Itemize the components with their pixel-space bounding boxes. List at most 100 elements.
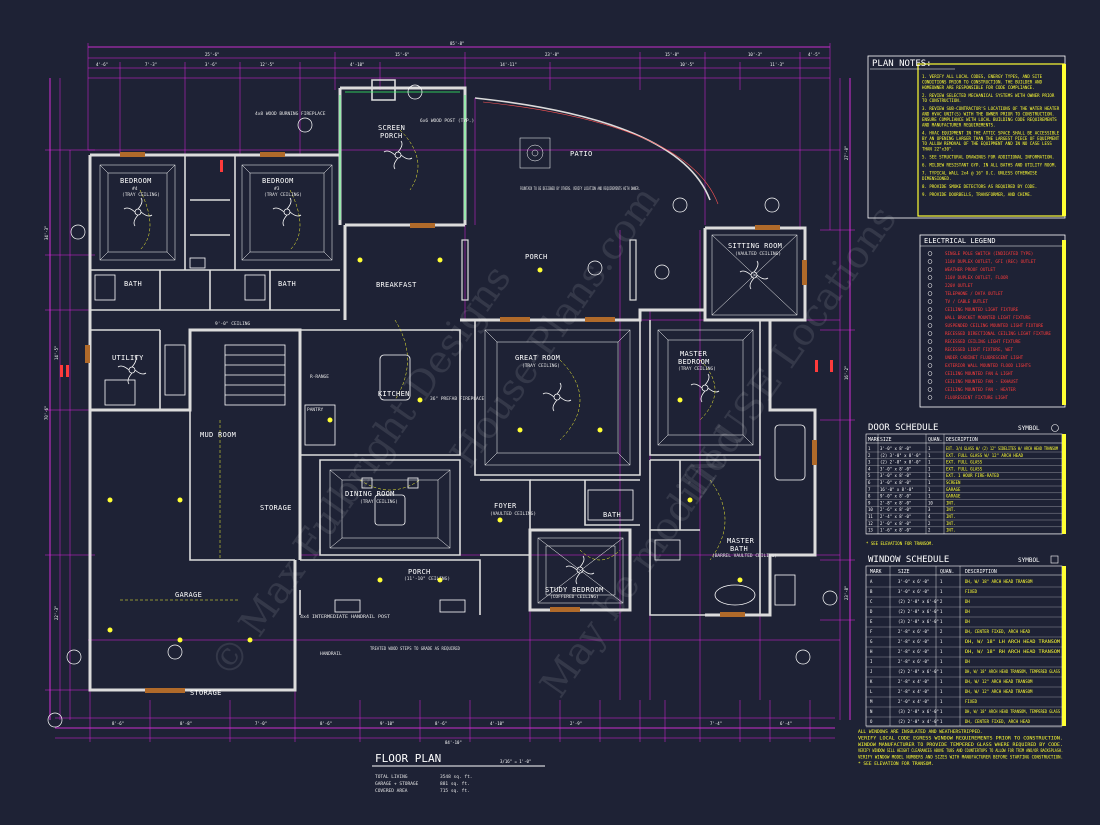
legend-symbol — [927, 387, 933, 392]
svg-text:4'-10": 4'-10" — [350, 62, 364, 67]
svg-text:(TRAY CEILING): (TRAY CEILING) — [678, 366, 716, 372]
window-header: MARK — [870, 569, 882, 575]
svg-text:34'-3": 34'-3" — [44, 226, 49, 240]
svg-text:2'-9": 2'-9" — [570, 721, 582, 726]
window-cell: (2) 2'-8" x 6'-0" — [898, 669, 939, 674]
door-cell: (2) 2'-8" x 8'-0" — [880, 460, 921, 465]
door-cell: INT. — [946, 514, 956, 519]
door-cell: EXT. FULL GLASS W/ 12" ARCH HEAD — [946, 453, 1024, 458]
legend-symbol — [927, 259, 933, 264]
svg-text:(TRAY CEILING): (TRAY CEILING) — [360, 499, 398, 505]
window-cell: 1 — [940, 719, 943, 724]
door-cell: 1 — [928, 460, 931, 465]
legend-symbol — [927, 355, 933, 360]
door-cell: 3'-0" x 8'-0" — [880, 480, 911, 485]
svg-text:23'-8": 23'-8" — [844, 586, 849, 600]
room-patio: PATIO — [570, 150, 593, 158]
plan-note-4: THAN 22"x30". — [922, 147, 954, 153]
svg-text:4'-6": 4'-6" — [96, 62, 108, 67]
svg-text:SYMBOL: SYMBOL — [1018, 425, 1040, 432]
svg-text:TOTAL LIVING: TOTAL LIVING — [375, 774, 408, 780]
door-cell: INT. — [946, 521, 956, 526]
door-cell: INT. — [946, 507, 956, 512]
legend-symbol — [927, 299, 933, 304]
window-cell: O — [870, 719, 873, 724]
svg-text:27'-0": 27'-0" — [844, 146, 849, 160]
door-cell: 8 — [868, 494, 871, 499]
svg-text:23'-8": 23'-8" — [545, 52, 559, 57]
title-block: FLOOR PLAN 3/16" = 1'-0" TOTAL LIVING 35… — [372, 752, 545, 794]
window-cell: 2'-8" x 4'-0" — [898, 679, 929, 684]
window-cell: 1 — [940, 619, 943, 624]
door-cell: 1 — [928, 480, 931, 485]
window-cell: DH — [965, 599, 970, 604]
note-fireplace2: 36" PREFAB FIREPLACE — [430, 396, 484, 402]
legend-item: 220V OUTLET — [945, 283, 973, 288]
plan-note-2: TO CONSTRUCTION. — [922, 98, 961, 104]
plan-notes-title: PLAN NOTES: — [872, 59, 932, 69]
svg-text:(TRAY CEILING): (TRAY CEILING) — [522, 363, 560, 369]
window-cell: DH, W/ 18" RH ARCH HEAD TRANSOM — [965, 649, 1061, 654]
window-cell: H — [870, 649, 873, 654]
svg-text:881 sq. ft.: 881 sq. ft. — [440, 781, 470, 787]
window-cell: DH, CENTER FIXED, ARCH HEAD — [965, 719, 1031, 724]
legend-item: WALL BRACKET MOUNTED LIGHT FIXTURE — [945, 315, 1031, 320]
room-great: GREAT ROOM — [515, 354, 560, 362]
window-cell: M — [870, 699, 873, 704]
door-cell: 3'-0" x 8'-0" — [880, 473, 911, 478]
note-fountain: FOUNTAIN TO BE DESIGNED BY OTHERS. VERIF… — [520, 186, 640, 192]
svg-text:25'-6": 25'-6" — [205, 52, 219, 57]
legend-item: WEATHER PROOF OUTLET — [945, 267, 996, 272]
room-foyer: FOYER — [494, 502, 517, 510]
door-cell: GARAGE — [946, 494, 961, 499]
window-cell: 1 — [940, 609, 943, 614]
window-cell: 1 — [940, 639, 943, 644]
svg-text:(11'-10" CEILING): (11'-10" CEILING) — [404, 576, 450, 582]
svg-text:SYMBOL: SYMBOL — [1018, 557, 1040, 564]
plan-notes-list: 1. VERIFY ALL LOCAL CODES, ENERGY TYPES,… — [922, 74, 1060, 198]
window-footnote: VERIFY LOCAL CODE EGRESS WINDOW REQUIREM… — [858, 735, 1063, 741]
svg-text:10'-3": 10'-3" — [748, 52, 762, 57]
note-wood-post: 6x6 WOOD POST (TYP.) — [420, 118, 474, 124]
door-cell: 16'-0" x 8'-0" — [880, 487, 914, 492]
room-study: STUDY BEDROOM — [545, 586, 604, 594]
plan-note-4: TO ALLOW REMOVAL OF THE EQUIPMENT AND IN… — [922, 141, 1052, 147]
watermarks: © Max Fulbright Designs House-Plans.com … — [201, 178, 905, 705]
window-cell: (3) 2'-8" x 6'-0" — [898, 709, 939, 714]
room-bath2: BATH — [278, 280, 296, 288]
window-cell: 2'-8" x 6'-0" — [898, 639, 929, 644]
window-footnote: WINDOW MANUFACTURER TO PROVIDE TEMPERED … — [858, 742, 1063, 748]
door-header: DESCRIPTION — [946, 437, 978, 443]
legend-symbol — [927, 291, 933, 296]
door-cell: 1 — [928, 473, 931, 478]
dimension-text: 85'-8" 25'-6" 15'-6" 23'-8" 15'-8" 10'-3… — [44, 41, 849, 745]
legend-symbol — [927, 363, 933, 368]
svg-text:#3: #3 — [274, 186, 280, 192]
legend-symbol — [927, 347, 933, 352]
window-cell: 2 — [940, 629, 943, 634]
window-cell: 2'-8" x 6'-0" — [898, 659, 929, 664]
note-intermediate: 4x4 INTERMEDIATE HANDRAIL POST — [300, 614, 390, 620]
svg-text:(COFFERED CEILING): (COFFERED CEILING) — [550, 594, 599, 600]
room-porch-rear: PORCH — [525, 253, 548, 261]
legend-symbol — [927, 371, 933, 376]
room-dining: DINING ROOM — [345, 490, 395, 498]
svg-text:14'-11": 14'-11" — [500, 62, 517, 67]
svg-text:(VAULTED CEILING): (VAULTED CEILING) — [735, 251, 781, 257]
plan-note-1: HOMEOWNER ARE RESPONSIBLE FOR CODE COMPL… — [922, 85, 1035, 91]
fixtures — [94, 257, 806, 613]
window-cell: 3'-0" x 6'-0" — [898, 589, 929, 594]
svg-text:4'-5": 4'-5" — [808, 52, 820, 57]
room-storage: STORAGE — [260, 504, 292, 512]
window-cell: DH, W/ 12" ARCH HEAD TRANSOM — [965, 689, 1033, 694]
room-bedroom3: BEDROOM — [262, 177, 294, 185]
window-cell: DH, W/ 12" ARCH HEAD TRANSOM — [965, 679, 1033, 684]
svg-text:8'-8": 8'-8" — [180, 721, 192, 726]
window-cell: (3) 2'-8" x 6'-0" — [898, 619, 939, 624]
section-markers — [47, 84, 838, 728]
legend-item: CEILING MOUNTED FAN & LIGHT — [945, 371, 1014, 376]
svg-text:10'-5": 10'-5" — [680, 62, 694, 67]
